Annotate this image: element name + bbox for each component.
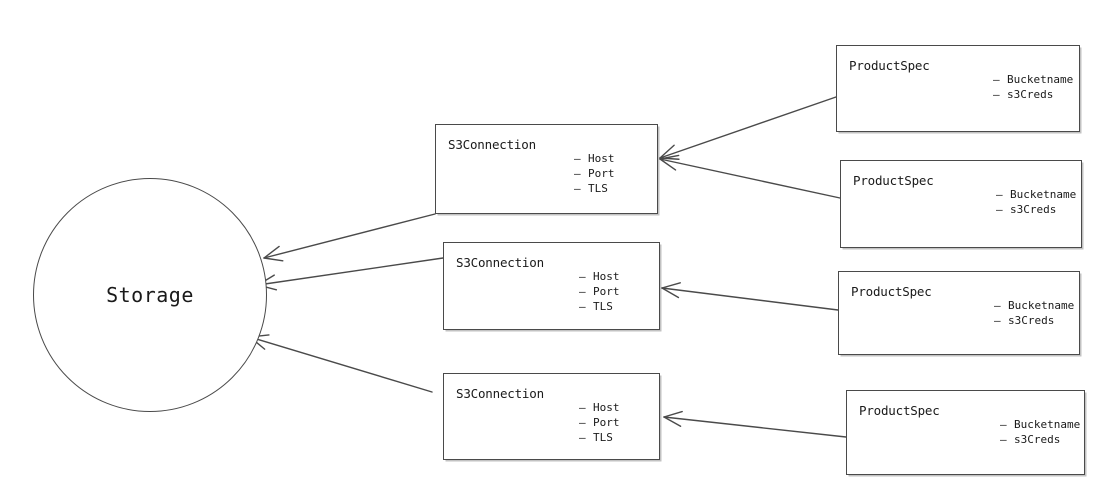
product-spec-attribute-label: Bucketname [1014,418,1081,431]
spec-3-to-s3conn-2 [661,282,839,311]
product-spec-attribute-label: s3Creds [1010,203,1057,216]
s3-connection-attribute: –TLS [574,181,615,196]
product-spec-title: ProductSpec [851,284,932,299]
s3-connection-attribute-label: Port [593,416,620,429]
storage-node[interactable]: Storage [33,178,267,412]
product-spec-attribute: –s3Creds [993,87,1073,102]
product-spec-attribute-list: –Bucketname–s3Creds [996,187,1076,217]
product-spec-attribute: –s3Creds [1000,432,1080,447]
s3-connection-attribute-label: TLS [593,300,613,313]
product-spec-attribute: –s3Creds [996,202,1076,217]
bullet-dash-icon: – [1000,433,1007,446]
product-spec-node[interactable]: ProductSpec –Bucketname–s3Creds [838,271,1080,355]
product-spec-attribute: –Bucketname [994,298,1074,313]
product-spec-node[interactable]: ProductSpec –Bucketname–s3Creds [836,45,1080,132]
bullet-dash-icon: – [574,182,581,195]
product-spec-title: ProductSpec [859,403,940,418]
product-spec-attribute-label: s3Creds [1007,88,1054,101]
s3-connection-attribute-label: TLS [588,182,608,195]
s3-connection-node[interactable]: S3Connection–Host–Port–TLS [435,124,658,214]
bullet-dash-icon: – [579,416,586,429]
s3-connection-attribute-list: –Host–Port–TLS [579,269,620,314]
s3-connection-attribute-list: –Host–Port–TLS [574,151,615,196]
product-spec-attribute-list: –Bucketname–s3Creds [994,298,1074,328]
s3-connection-attribute-label: Host [593,401,620,414]
bullet-dash-icon: – [574,167,581,180]
s3conn-1-to-storage [263,213,436,262]
product-spec-attribute: –s3Creds [994,313,1074,328]
product-spec-attribute-label: s3Creds [1008,314,1055,327]
product-spec-attribute: –Bucketname [993,72,1073,87]
product-spec-attribute: –Bucketname [996,187,1076,202]
bullet-dash-icon: – [996,188,1003,201]
spec-1-to-s3conn-1 [659,96,837,160]
s3-connection-title: S3Connection [448,137,536,152]
bullet-dash-icon: – [993,88,1000,101]
bullet-dash-icon: – [994,314,1001,327]
s3-connection-attribute-label: Host [593,270,620,283]
product-spec-attribute-list: –Bucketname–s3Creds [993,72,1073,102]
product-spec-title: ProductSpec [853,173,934,188]
s3conn-2-to-storage [257,257,444,291]
product-spec-attribute-label: Bucketname [1010,188,1077,201]
bullet-dash-icon: – [994,299,1001,312]
bullet-dash-icon: – [579,270,586,283]
bullet-dash-icon: – [579,401,586,414]
product-spec-attribute-label: Bucketname [1008,299,1075,312]
storage-node-label: Storage [106,283,194,307]
s3-connection-attribute: –Host [579,269,620,284]
s3-connection-node[interactable]: S3Connection–Host–Port–TLS [443,373,660,460]
product-spec-title: ProductSpec [849,58,930,73]
s3-connection-attribute: –Host [579,400,620,415]
bullet-dash-icon: – [579,300,586,313]
s3-connection-attribute-label: TLS [593,431,613,444]
bullet-dash-icon: – [1000,418,1007,431]
s3-connection-attribute: –Port [579,415,620,430]
s3-connection-attribute: –Host [574,151,615,166]
spec-4-to-s3conn-3 [663,410,847,438]
spec-2-to-s3conn-1 [659,154,841,199]
s3-connection-attribute: –TLS [579,430,620,445]
s3-connection-attribute-label: Port [588,167,615,180]
product-spec-attribute: –Bucketname [1000,417,1080,432]
s3-connection-attribute-list: –Host–Port–TLS [579,400,620,445]
product-spec-attribute-label: Bucketname [1007,73,1074,86]
product-spec-node[interactable]: ProductSpec –Bucketname–s3Creds [840,160,1082,248]
bullet-dash-icon: – [993,73,1000,86]
s3-connection-attribute: –Port [574,166,615,181]
s3-connection-title: S3Connection [456,386,544,401]
s3-connection-attribute-label: Host [588,152,615,165]
s3-connection-node[interactable]: S3Connection–Host–Port–TLS [443,242,660,330]
s3-connection-title: S3Connection [456,255,544,270]
bullet-dash-icon: – [574,152,581,165]
s3-connection-attribute-label: Port [593,285,620,298]
bullet-dash-icon: – [579,431,586,444]
product-spec-attribute-list: –Bucketname–s3Creds [1000,417,1080,447]
bullet-dash-icon: – [996,203,1003,216]
s3-connection-attribute: –Port [579,284,620,299]
bullet-dash-icon: – [579,285,586,298]
s3conn-3-to-storage [249,334,433,393]
s3-connection-attribute: –TLS [579,299,620,314]
product-spec-node[interactable]: ProductSpec –Bucketname–s3Creds [846,390,1085,475]
product-spec-attribute-label: s3Creds [1014,433,1061,446]
